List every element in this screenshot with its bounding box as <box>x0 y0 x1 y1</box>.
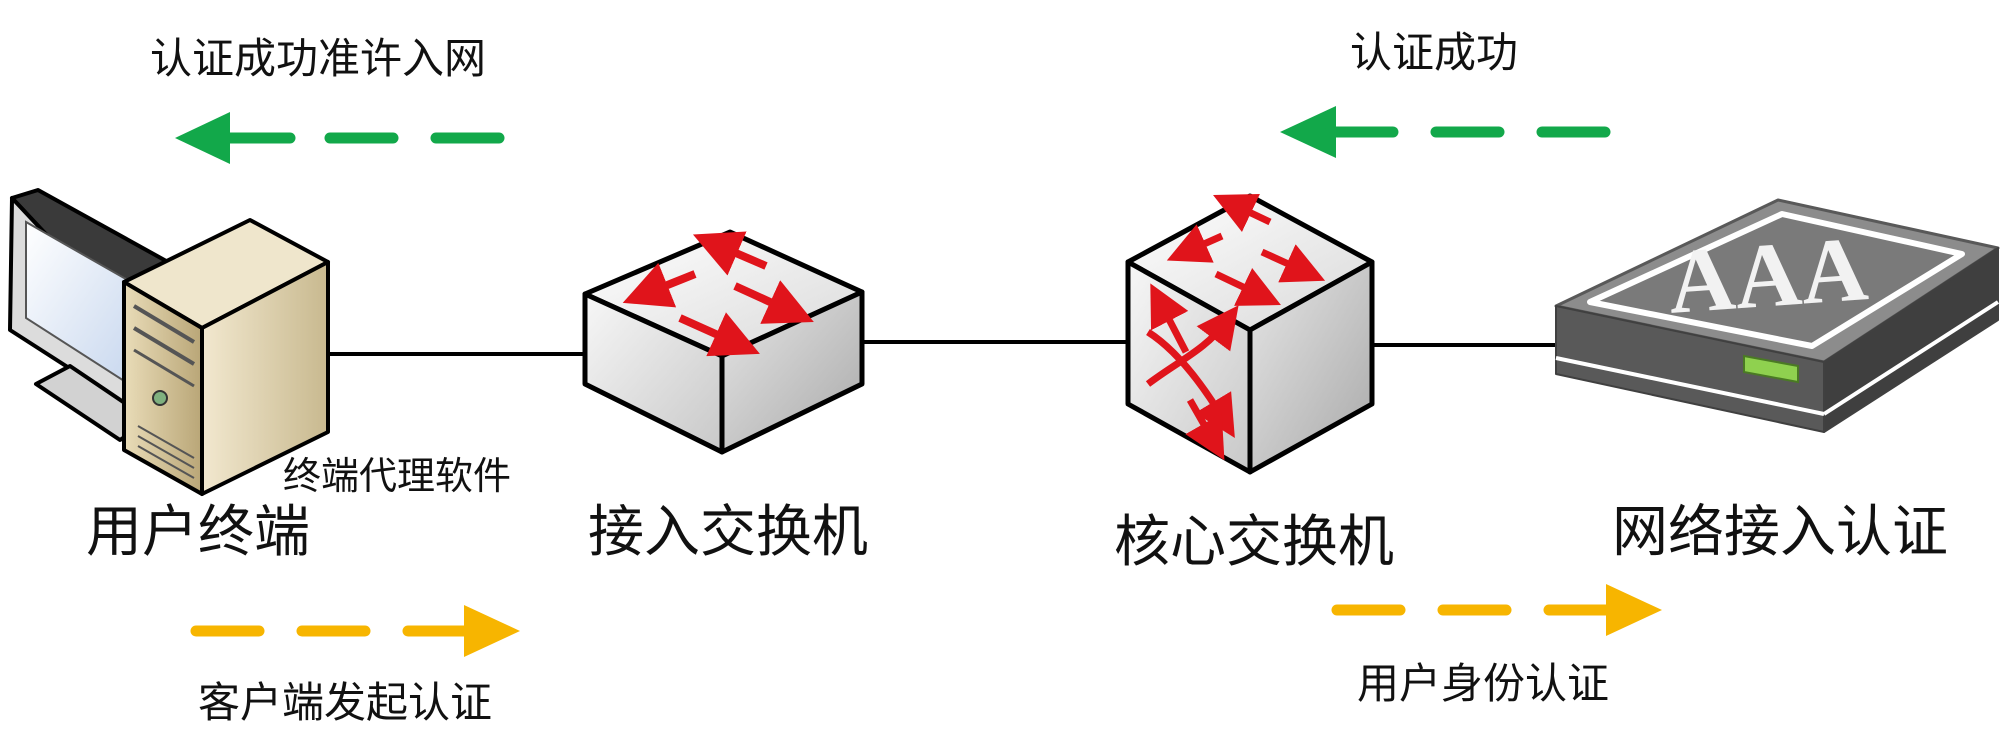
access-switch-icon <box>582 229 865 455</box>
network-access-auth-label: 网络接入认证 <box>1612 500 1948 565</box>
access-switch-label: 接入交换机 <box>588 500 868 565</box>
user-identity-auth-label: 用户身份认证 <box>1357 659 1610 708</box>
client-start-auth-label: 客户端发起认证 <box>198 678 493 727</box>
auth-success-allow-arrow <box>175 112 505 164</box>
user-terminal-label: 用户终端 <box>86 500 310 565</box>
aaa-status-led <box>1743 354 1799 384</box>
user-identity-auth-arrow <box>1331 584 1662 636</box>
core-switch-label: 核心交换机 <box>1114 510 1394 575</box>
auth-success-allow-label: 认证成功准许入网 <box>150 34 487 83</box>
aaa-label: AAA <box>1665 217 1871 333</box>
agent-software-label: 终端代理软件 <box>283 454 512 498</box>
aaa-server-icon: AAA <box>1554 198 2000 433</box>
core-switch-icon <box>1125 193 1375 475</box>
client-start-auth-arrow <box>190 605 520 657</box>
network-links <box>320 340 1558 356</box>
auth-success-arrow <box>1280 106 1611 158</box>
user-terminal-icon <box>8 188 330 496</box>
auth-success-label: 认证成功 <box>1350 28 1519 77</box>
